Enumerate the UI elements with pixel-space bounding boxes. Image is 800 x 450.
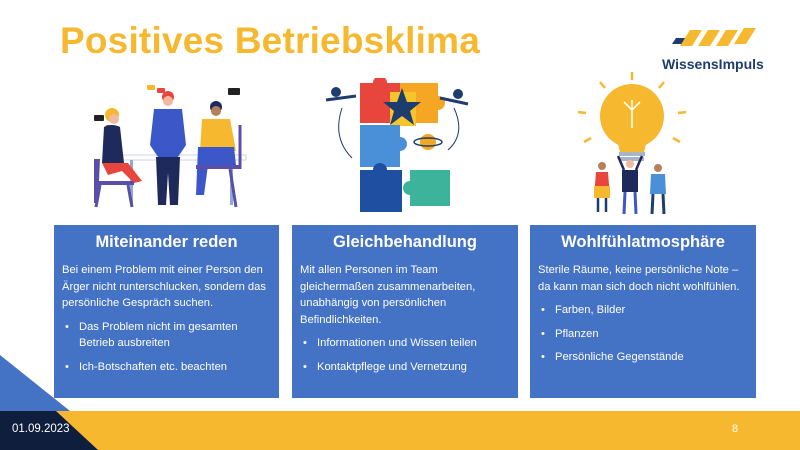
footer-bar: [0, 411, 800, 450]
logo-text: WissensImpuls: [662, 56, 764, 72]
card-wohlfuehlatmosphaere: Wohlfühlatmosphäre Sterile Räume, keine …: [530, 225, 756, 398]
slide-title: Positives Betriebsklima: [60, 20, 481, 61]
card-body: Sterile Räume, keine persönliche Note – …: [530, 262, 756, 366]
page-number: 8: [732, 423, 739, 435]
card-title: Miteinander reden: [95, 233, 238, 251]
wissensimpuls-logo-icon: [672, 28, 756, 46]
logo: WissensImpuls: [662, 26, 772, 78]
list-item: Ich-Botschaften etc. beachten: [62, 359, 271, 376]
list-item: Kontaktpflege und Vernetzung: [300, 359, 510, 376]
list-item: Informationen und Wissen teilen: [300, 335, 510, 352]
slide-date: 01.09.2023: [12, 423, 70, 435]
list-item: Das Problem nicht im gesamten Betrieb au…: [62, 319, 271, 352]
card-body: Bei einem Problem mit einer Person den Ä…: [54, 262, 279, 375]
card-text: Mit allen Personen im Team gleichermaßen…: [300, 264, 476, 326]
corner-accent: [0, 355, 70, 411]
list-item: Persönliche Gegenstände: [538, 349, 748, 366]
card-title: Gleichbehandlung: [333, 233, 477, 251]
lightbulb-team-illustration: [577, 72, 687, 215]
bullet-list: Farben, Bilder Pflanzen Persönliche Gege…: [538, 302, 748, 366]
card-gleichbehandlung: Gleichbehandlung Mit allen Personen im T…: [292, 225, 518, 398]
puzzle-teamwork-illustration: [325, 78, 469, 212]
list-item: Farben, Bilder: [538, 302, 748, 319]
card-miteinander-reden: Miteinander reden Bei einem Problem mit …: [54, 225, 279, 398]
bullet-list: Informationen und Wissen teilen Kontaktp…: [300, 335, 510, 375]
card-text: Sterile Räume, keine persönliche Note – …: [538, 264, 740, 293]
bullet-list: Das Problem nicht im gesamten Betrieb au…: [62, 319, 271, 376]
list-item: Pflanzen: [538, 326, 748, 343]
card-text: Bei einem Problem mit einer Person den Ä…: [62, 264, 266, 309]
card-body: Mit allen Personen im Team gleichermaßen…: [292, 262, 518, 375]
card-title: Wohlfühlatmosphäre: [561, 233, 725, 251]
team-talking-illustration: [94, 85, 247, 208]
